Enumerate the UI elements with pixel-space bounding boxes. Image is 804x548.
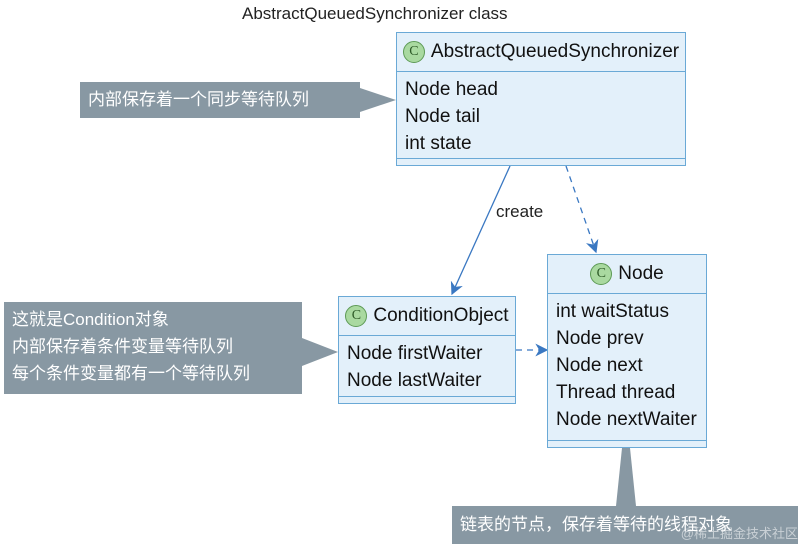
node-class-name: Node [618,263,664,284]
node-field: int waitStatus [556,301,669,322]
condition-note-pointer [302,338,338,366]
condition-class-box: C ConditionObject Node firstWaiter Node … [338,296,516,404]
class-icon: C [590,263,613,285]
condition-field: Node lastWaiter [347,370,482,391]
aqs-fields: Node head Node tail int state [397,72,685,161]
node-field: Thread thread [556,382,676,403]
aqs-note-pointer [360,88,396,112]
aqs-field: Node tail [405,106,480,127]
condition-note-line: 内部保存着条件变量等待队列 [12,337,233,356]
aqs-note: 内部保存着一个同步等待队列 [80,82,360,118]
node-note: 链表的节点，保存着等待的线程对象 [452,506,798,544]
node-field: Node nextWaiter [556,409,697,430]
aqs-field: Node head [405,79,498,100]
node-field: Node prev [556,328,644,349]
condition-note-line: 每个条件变量都有一个等待队列 [12,364,250,383]
node-note-line: 链表的节点，保存着等待的线程对象 [460,515,732,534]
aqs-node-dependency [565,165,599,254]
aqs-methods-divider [397,158,685,159]
aqs-class-box: C AbstractQueuedSynchronizer Node head N… [396,32,686,166]
condition-fields: Node firstWaiter Node lastWaiter [339,336,515,398]
aqs-field: int state [405,133,472,154]
watermark: @稀土掘金技术社区 [680,526,798,541]
aqs-class-header: C AbstractQueuedSynchronizer [397,33,685,72]
node-field: Node next [556,355,643,376]
node-fields: int waitStatus Node prev Node next Threa… [548,294,706,437]
aqs-note-line: 内部保存着一个同步等待队列 [88,90,309,109]
node-class-box: C Node int waitStatus Node prev Node nex… [547,254,707,448]
class-icon: C [402,41,425,63]
create-edge-label: create [496,202,544,221]
node-note-pointer [616,448,636,506]
node-methods-divider [548,440,706,441]
condition-class-name: ConditionObject [373,305,509,326]
condition-note: 这就是Condition对象 内部保存着条件变量等待队列 每个条件变量都有一个等… [4,302,302,394]
create-edge [450,165,511,296]
diagram-title: AbstractQueuedSynchronizer class [242,4,508,23]
node-class-header: C Node [548,255,706,294]
aqs-class-name: AbstractQueuedSynchronizer [430,41,680,62]
condition-class-header: C ConditionObject [339,297,515,336]
condition-note-line: 这就是Condition对象 [12,310,169,329]
class-icon: C [345,305,368,327]
condition-field: Node firstWaiter [347,343,483,364]
condition-methods-divider [339,396,515,397]
